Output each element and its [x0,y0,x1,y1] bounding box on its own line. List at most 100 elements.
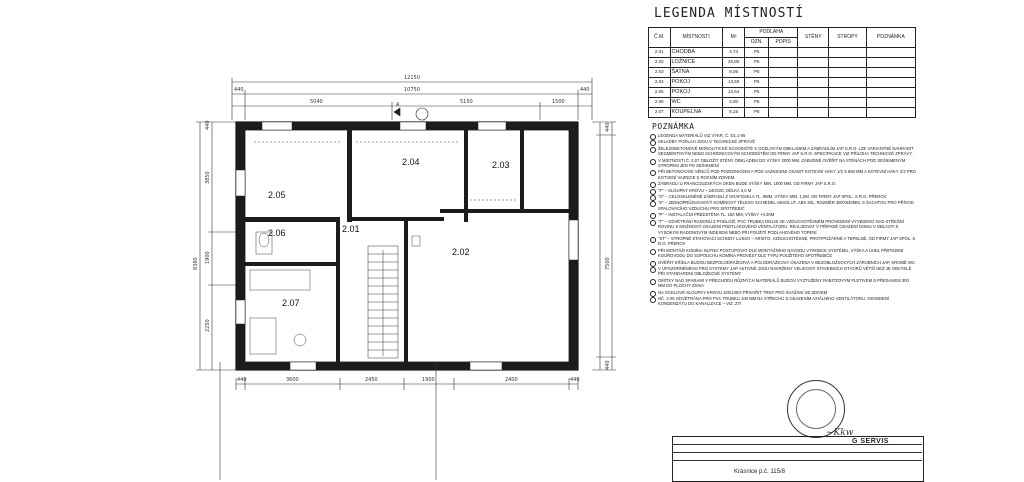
cell-floor-desc [768,47,799,58]
cell-area: 2,00 [721,97,746,108]
cell-code: P6 [744,97,770,108]
cell-ceiling [828,57,867,68]
authorization-stamp [787,380,845,438]
dim-left-offset: 440 [234,87,244,93]
list-item: V upozorněného pro systémy JAP aktivně j… [650,266,916,277]
notes-list: Legenda materiálů viz výkr. č. D1.1-05 S… [648,133,916,307]
room-2-06: 2.06 [268,228,286,238]
cell-ceiling [828,47,867,58]
title-block-rule [672,444,922,445]
table-row: 2.05 POKOJ 12,64 P5 [648,87,917,98]
list-item: "K" – jednoprůduchový komínový těleso Sc… [650,200,916,211]
list-item: Na ocelové sloupky krovu 100/100/4 přiva… [650,290,916,298]
dim-bottom-2: 3600 [286,377,299,383]
cell-note [865,97,917,108]
dim-overall-top: 12150 [404,75,420,81]
cell-walls [797,57,830,68]
cell-num: 2.03 [648,67,671,78]
list-item: Při montáži komína nutno postupovat dle … [650,248,916,259]
dim-left-top-offset: 440 [205,120,211,130]
window-openings [235,121,579,371]
cell-floor-desc [768,87,799,98]
cell-num: 2.06 [648,97,671,108]
terrace-outline [219,362,437,480]
dim-right-top: 440 [605,122,611,132]
cell-code: P5 [744,47,770,58]
cell-ceiling [828,97,867,108]
cell-ceiling [828,67,867,78]
cell-floor-desc [768,77,799,88]
cell-ceiling [828,107,867,118]
room-2-03: 2.03 [492,160,510,170]
signature: ~Kkw [826,428,854,438]
cell-num: 2.01 [648,47,671,58]
cell-walls [797,87,830,98]
dim-right-bottom: 440 [605,360,611,370]
cell-name: KOUPELNA [669,107,723,118]
interior-walls [245,130,569,362]
list-item: Železobetonové monolitické schodiště s o… [650,146,916,157]
cell-area: 4,74 [721,47,746,58]
cell-num: 2.05 [648,87,671,98]
section-mark-a: A [396,102,400,108]
dim-right-inner: 7500 [605,257,611,270]
cell-code: P5 [744,87,770,98]
header-note: POZNÁMKA [865,27,917,48]
title-block-rule [672,460,922,461]
table-row: 2.03 ŠATNA 8,06 P5 [648,67,917,78]
room-2-05: 2.05 [268,190,286,200]
cell-walls [797,107,830,118]
dim-inner-top: 10750 [404,87,420,93]
dim-left-1: 3850 [205,171,211,184]
room-2-07: 2.07 [282,298,300,308]
cell-area: 12,64 [721,87,746,98]
cell-num: 2.04 [648,77,671,88]
list-item: Zábradlí u francouzských oken bude výšky… [650,181,916,189]
cell-floor-desc [768,67,799,78]
list-item: Ověřit křídla budou bezpolodrážková a po… [650,260,916,268]
dim-bottom-6: 440 [570,377,580,383]
table-header-row: Č.M. MÍSTNOSTI M² PODLAHA STĚNY STROPY P… [648,27,917,48]
cell-note [865,67,917,78]
header-num: Č.M. [648,27,671,48]
cell-ceiling [828,87,867,98]
list-item: "G" – celoskleněné zábradlí z grafoskla … [650,194,916,202]
cell-area: 13,50 [721,77,746,88]
right-dimensions [592,121,616,371]
cell-walls [797,67,830,78]
list-item: V místnosti č. 2.07 obložit stěny obklad… [650,158,916,169]
cell-note [865,47,917,58]
cell-name: CHODBA [669,47,723,58]
left-dimensions [196,121,236,371]
cell-code: P5 [744,77,770,88]
cell-num: 2.07 [648,107,671,118]
bottom-dimensions [235,378,579,390]
dim-bottom-4: 1900 [422,377,435,383]
table-row: 2.07 KOUPELNA 8,15 P6 [648,107,917,118]
cell-walls [797,47,830,58]
list-item: Omítky nad spárami v přechodu různých ma… [650,278,916,289]
notes-title: POZNÁMKA [652,122,695,131]
list-item: "T" – odvětrání radonu z podloží, PVC tr… [650,219,916,235]
table-row: 2.06 WC 2,00 P6 [648,97,917,108]
header-area: M² [721,27,746,48]
room-2-01: 2.01 [342,224,360,234]
header-walls: STĚNY [797,27,830,48]
cell-walls [797,77,830,88]
header-floor-desc: POPIS [768,37,799,48]
dim-overall-left: 8380 [193,257,199,270]
header-room: MÍSTNOSTI [669,27,723,48]
cell-name: LOŽNICE [669,57,723,68]
dim-left-3: 2250 [205,319,211,332]
cell-floor-desc [768,97,799,108]
cell-code: P6 [744,107,770,118]
cell-floor-desc [768,107,799,118]
company-logo: G SERVIS [852,438,889,445]
dim-seg-c: 1500 [552,99,565,105]
cell-num: 2.02 [648,57,671,68]
cell-area: 8,06 [721,67,746,78]
top-dimensions [231,78,593,120]
cell-area: 8,15 [721,107,746,118]
dim-right-offset: 440 [580,87,590,93]
cell-name: ŠATNA [669,67,723,78]
